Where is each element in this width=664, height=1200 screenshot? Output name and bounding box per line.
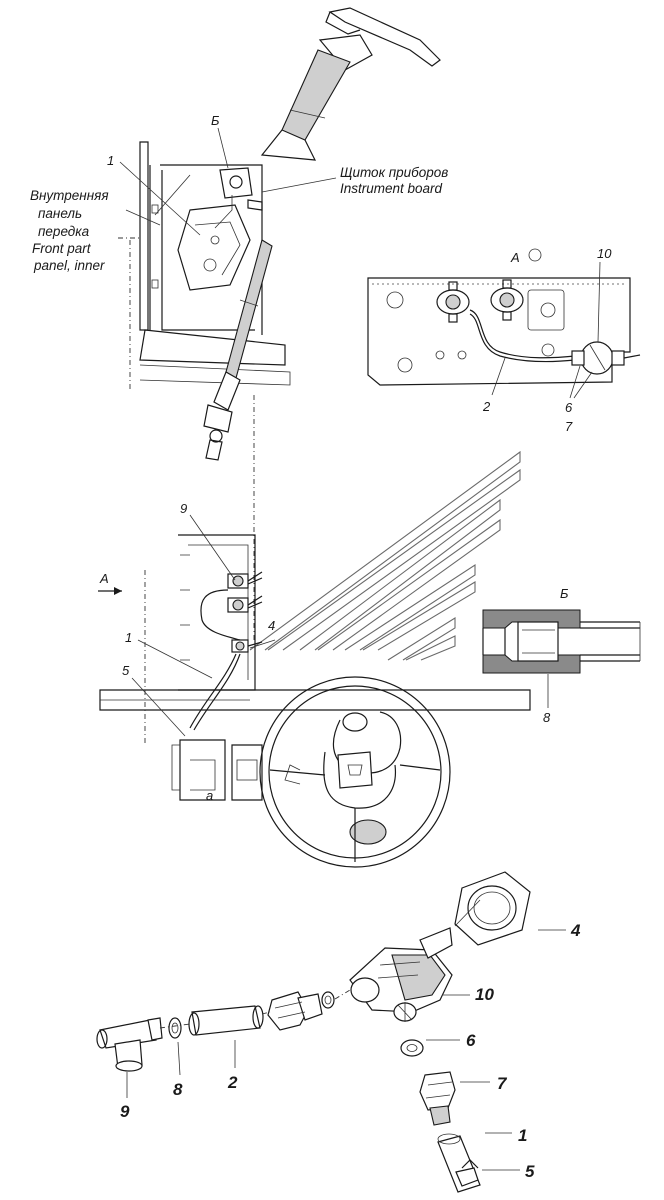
callout-ex-8: 8 — [173, 1080, 183, 1099]
valve-body-10 — [349, 899, 481, 1022]
connector-nut — [267, 991, 335, 1031]
callout-a-2: 2 — [482, 399, 491, 414]
section-b-detail: Б 8 — [482, 586, 641, 725]
callout-mid-1: 1 — [125, 630, 132, 645]
leader-mid-4 — [249, 639, 276, 649]
watermark-logo — [249, 450, 521, 661]
callout-mid-4: 4 — [268, 618, 275, 633]
tee-fitting-view-a — [571, 341, 641, 375]
steering-wheel — [259, 676, 451, 868]
leader-a-10 — [597, 261, 601, 343]
leader-ex-8 — [177, 1041, 181, 1076]
clip-5 — [455, 1159, 479, 1187]
leader-mid-1 — [137, 639, 213, 679]
callout-ex-4: 4 — [570, 921, 581, 940]
caption-panel-en-1: Front part — [32, 241, 92, 256]
steering-column-top — [260, 7, 441, 161]
top-side-view: 1 Б Щиток приборов Instrument board Внут… — [30, 7, 448, 640]
valve-right — [490, 279, 524, 321]
steering-shaft-lower — [203, 239, 273, 461]
leader-a-2 — [491, 357, 506, 396]
caption-panel-en-2: panel, inner — [33, 258, 105, 273]
callout-sec-8: 8 — [543, 710, 551, 725]
leader-top-1 — [119, 161, 201, 236]
callout-ex-5: 5 — [525, 1162, 535, 1181]
callout-a-10: 10 — [597, 246, 612, 261]
valves-mid — [189, 571, 263, 731]
view-a-detail: А — [367, 246, 641, 434]
callout-a-6: 6 — [565, 400, 573, 415]
callout-ex-6: 6 — [466, 1031, 476, 1050]
caption-panel-ru-2: панель — [38, 206, 82, 221]
valve-left — [436, 281, 470, 323]
view-label-a-small: а — [206, 788, 213, 803]
middle-front-view: А а — [98, 450, 531, 868]
callout-ex-10: 10 — [475, 985, 494, 1004]
callout-ex-2: 2 — [227, 1073, 238, 1092]
ring-8 — [168, 1017, 182, 1039]
exploded-view: 4 10 6 7 1 5 9 8 2 — [96, 871, 581, 1193]
callout-a-7: 7 — [565, 419, 573, 434]
tube-2-view-a — [469, 309, 576, 359]
caption-instrument-en: Instrument board — [340, 181, 443, 196]
callout-mid-9: 9 — [180, 501, 187, 516]
callout-ex-7: 7 — [497, 1074, 508, 1093]
leader-b-top — [217, 127, 229, 169]
fitting-7 — [419, 1071, 456, 1126]
view-label-b-top: Б — [211, 113, 220, 128]
tee-9 — [96, 1017, 163, 1072]
exploded-centerline — [159, 989, 351, 1029]
callout-ex-1: 1 — [518, 1126, 527, 1145]
callout-mid-5: 5 — [122, 663, 130, 678]
leader-instrument — [261, 177, 337, 193]
view-label-a-arrow: А — [99, 571, 109, 586]
callout-top-1: 1 — [107, 153, 114, 168]
tube-2 — [188, 1005, 264, 1036]
leader-panel — [125, 209, 161, 226]
caption-panel-ru-1: Внутренняя — [30, 188, 109, 203]
caption-instrument-ru: Щиток приборов — [340, 165, 448, 180]
view-label-b-section: Б — [560, 586, 569, 601]
leader-mid-9 — [189, 514, 236, 581]
view-label-a: А — [510, 250, 520, 265]
nut-4 — [454, 871, 531, 946]
callout-ex-9: 9 — [120, 1102, 130, 1121]
washer-6 — [400, 1039, 424, 1057]
instrument-board — [177, 167, 263, 291]
leader-mid-5 — [131, 677, 186, 737]
leader-a-6 — [569, 365, 581, 399]
caption-panel-ru-3: передка — [38, 224, 90, 239]
lower-block: а — [171, 739, 263, 803]
